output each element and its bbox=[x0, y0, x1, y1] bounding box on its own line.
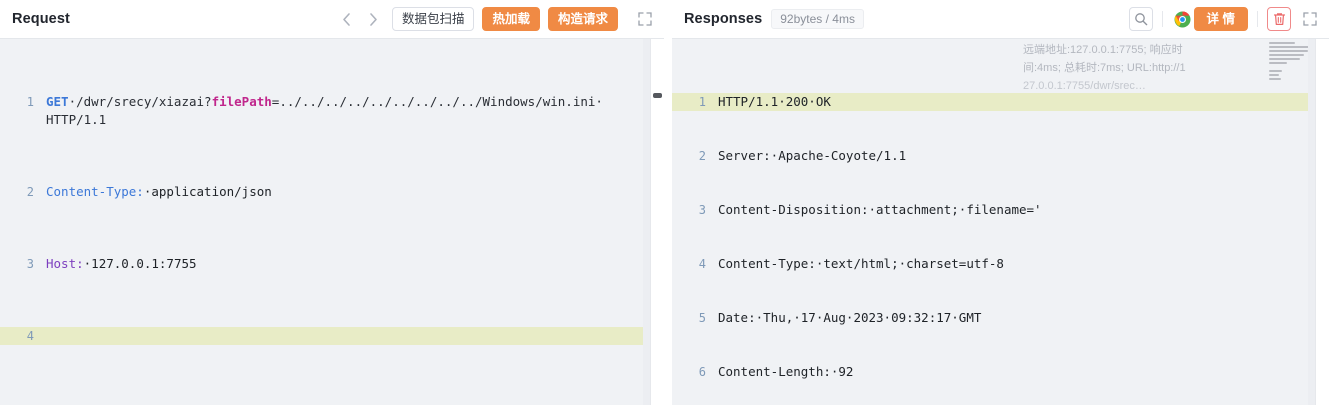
header-value: ·127.0.0.1:7755 bbox=[83, 256, 197, 271]
code-line: 5 Date:·Thu,·17·Aug·2023·09:32:17·GMT bbox=[672, 309, 1329, 327]
request-toolbar: Request 数据包扫描 热加载 构造请求 bbox=[0, 0, 664, 38]
line-number: 2 bbox=[698, 149, 706, 163]
request-code[interactable]: 1 GET·/dwr/srecy/xiazai?filePath=../../.… bbox=[0, 39, 664, 399]
response-editor[interactable]: 1 HTTP/1.1·200·OK 2 Server:·Apache-Coyot… bbox=[671, 38, 1329, 405]
request-panel: Request 数据包扫描 热加载 构造请求 bbox=[0, 0, 664, 411]
line-text: Content-Disposition:·attachment;·filenam… bbox=[717, 202, 1042, 217]
search-icon[interactable] bbox=[1128, 7, 1153, 31]
line-number: 1 bbox=[26, 95, 34, 109]
request-editor[interactable]: 1 GET·/dwr/srecy/xiazai?filePath=../../.… bbox=[0, 38, 664, 405]
chevron-left-icon[interactable] bbox=[341, 12, 352, 27]
line-number: 3 bbox=[698, 203, 706, 217]
line-number: 4 bbox=[26, 329, 34, 343]
header-name: Host: bbox=[46, 256, 84, 271]
response-scroll-track bbox=[1308, 39, 1316, 405]
delete-icon[interactable] bbox=[1267, 7, 1291, 31]
query-param-value: =../../../../../../../../../Windows/win.… bbox=[271, 94, 603, 109]
toolbar-divider bbox=[1257, 11, 1258, 27]
code-line-highlighted: 4 bbox=[0, 327, 664, 345]
packet-scan-button[interactable]: 数据包扫描 bbox=[391, 7, 475, 31]
code-line: 3 Content-Disposition:·attachment;·filen… bbox=[672, 201, 1329, 219]
line-text: Content-Type:·application/json bbox=[46, 183, 664, 201]
line-number: 1 bbox=[698, 95, 706, 109]
code-line: 2 Server:·Apache-Coyote/1.1 bbox=[672, 147, 1329, 165]
chrome-icon[interactable] bbox=[1172, 8, 1194, 30]
code-line: 3 Host:·127.0.0.1:7755 bbox=[0, 255, 664, 273]
line-text: Date:·Thu,·17·Aug·2023·09:32:17·GMT bbox=[717, 310, 982, 325]
line-number: 4 bbox=[698, 257, 706, 271]
hot-reload-button[interactable]: 热加载 bbox=[482, 7, 540, 31]
toolbar-divider bbox=[1161, 11, 1163, 27]
line-text: HTTP/1.1·200·OK bbox=[717, 94, 831, 109]
line-text: Content-Type:·text/html;·charset=utf-8 bbox=[717, 256, 1004, 271]
expand-icon[interactable] bbox=[636, 10, 654, 28]
line-text: Server:·Apache-Coyote/1.1 bbox=[717, 148, 907, 163]
line-number: 3 bbox=[26, 257, 34, 271]
line-number: 5 bbox=[698, 311, 706, 325]
request-scroll-track bbox=[642, 39, 651, 405]
header-value: ·application/json bbox=[143, 184, 272, 199]
code-line: 2 Content-Type:·application/json bbox=[0, 183, 664, 201]
build-request-button[interactable]: 构造请求 bbox=[547, 7, 618, 31]
response-panel: Responses 92bytes / 4ms bbox=[671, 0, 1329, 411]
response-toolbar: Responses 92bytes / 4ms bbox=[671, 0, 1329, 38]
chevron-right-icon[interactable] bbox=[368, 12, 379, 27]
header-name: Content-Type: bbox=[46, 184, 144, 199]
detail-button[interactable]: 详 情 bbox=[1193, 7, 1248, 31]
code-line: 1 GET·/dwr/srecy/xiazai?filePath=../../.… bbox=[0, 93, 664, 129]
code-line: 6 Content-Length:·92 bbox=[672, 363, 1329, 381]
request-path: ·/dwr/srecy/xiazai? bbox=[68, 94, 212, 109]
code-line: 4 Content-Type:·text/html;·charset=utf-8 bbox=[672, 255, 1329, 273]
line-text: GET·/dwr/srecy/xiazai?filePath=../../../… bbox=[46, 93, 664, 129]
response-scrollbar[interactable] bbox=[1315, 39, 1329, 405]
response-size-badge: 92bytes / 4ms bbox=[771, 9, 864, 29]
request-scrollbar[interactable] bbox=[649, 39, 664, 405]
response-panel-title: Responses bbox=[683, 11, 763, 27]
line-text: Host:·127.0.0.1:7755 bbox=[46, 255, 664, 273]
query-param-name: filePath bbox=[211, 94, 272, 109]
http-method: GET bbox=[46, 94, 69, 109]
request-nav-arrows bbox=[341, 12, 379, 27]
line-text: Content-Length:·92 bbox=[717, 364, 854, 379]
request-panel-title: Request bbox=[12, 11, 70, 27]
http-version: HTTP/1.1 bbox=[46, 112, 107, 127]
code-line-highlighted: 1 HTTP/1.1·200·OK bbox=[671, 93, 1329, 111]
response-code[interactable]: 1 HTTP/1.1·200·OK 2 Server:·Apache-Coyot… bbox=[671, 39, 1329, 405]
line-number: 2 bbox=[26, 185, 34, 199]
line-number: 6 bbox=[698, 365, 706, 379]
request-scroll-thumb[interactable] bbox=[652, 93, 662, 98]
panel-divider[interactable] bbox=[663, 0, 672, 411]
expand-icon[interactable] bbox=[1301, 10, 1319, 28]
